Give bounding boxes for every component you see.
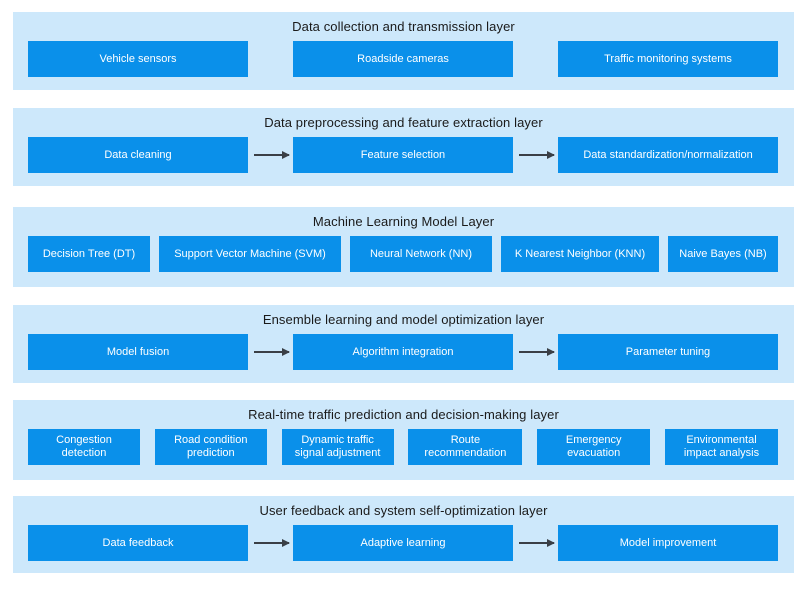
node-box[interactable]: Model fusion [28, 334, 248, 370]
layer-title: Data collection and transmission layer [292, 19, 515, 34]
layer-node-row: Vehicle sensors Roadside cameras Traffic m… [28, 41, 778, 77]
layer-node-row: Model fusion Algorithm integration Paramet… [28, 334, 778, 370]
node-box[interactable]: Support Vector Machine (SVM) [159, 236, 341, 272]
node-box[interactable]: Adaptive learning [293, 525, 513, 561]
layer-node-row: Data cleaning Feature selection Data stand… [28, 137, 778, 173]
node-label: Environmental impact analysis [683, 434, 760, 459]
node-label: Model fusion [106, 345, 170, 358]
node-label: Congestion detection [56, 434, 112, 459]
layer-ensemble-learning: Ensemble learning and model optimization… [13, 305, 794, 383]
layer-node-row: Data feedback Adaptive learning Model impr… [28, 525, 778, 561]
flow-arrow [254, 538, 290, 547]
arrow-shaft [519, 351, 554, 353]
node-box[interactable]: Model improvement [558, 525, 778, 561]
node-box[interactable]: Data feedback [28, 525, 248, 561]
node-box[interactable]: Naive Bayes (NB) [668, 236, 778, 272]
layer-node-row: Decision Tree (DT) Support Vector Machine… [28, 236, 778, 272]
arrow-shaft [254, 154, 289, 156]
node-box[interactable]: Congestion detection [28, 429, 140, 465]
node-label: Data cleaning [104, 148, 172, 161]
node-label: Model improvement [619, 536, 717, 549]
node-label: Vehicle sensors [99, 52, 177, 65]
node-label: Neural Network (NN) [369, 247, 473, 260]
node-label: Support Vector Machine (SVM) [174, 247, 326, 260]
flow-arrow [519, 347, 555, 356]
flow-arrow [519, 538, 555, 547]
node-label: Route recommendation [424, 434, 507, 459]
layer-data-preprocessing: Data preprocessing and feature extractio… [13, 108, 794, 186]
node-box[interactable]: Data cleaning [28, 137, 248, 173]
node-box[interactable]: Data standardization/normalization [558, 137, 778, 173]
node-box[interactable]: Parameter tuning [558, 334, 778, 370]
arrow-head-icon [547, 538, 555, 547]
node-label: Dynamic traffic signal adjustment [294, 434, 381, 459]
layer-title: Ensemble learning and model optimization… [262, 312, 545, 327]
node-box[interactable]: Neural Network (NN) [350, 236, 492, 272]
layer-title: Machine Learning Model Layer [312, 214, 495, 229]
arrow-head-icon [547, 150, 555, 159]
node-box[interactable]: Environmental impact analysis [665, 429, 778, 465]
node-box[interactable]: Decision Tree (DT) [28, 236, 150, 272]
node-box[interactable]: Algorithm integration [293, 334, 513, 370]
node-label: Adaptive learning [360, 536, 446, 549]
node-box[interactable]: Dynamic traffic signal adjustment [281, 429, 394, 465]
layer-user-feedback: User feedback and system self-optimizati… [13, 496, 794, 573]
node-label: Roadside cameras [357, 52, 449, 65]
layer-node-row: Congestion detection Road condition predi… [28, 429, 778, 465]
node-label: Naive Bayes (NB) [679, 247, 767, 260]
node-label: Feature selection [360, 148, 446, 161]
node-box[interactable]: K Nearest Neighbor (KNN) [501, 236, 659, 272]
layer-realtime-prediction: Real-time traffic prediction and decisio… [13, 400, 794, 480]
arrow-head-icon [282, 150, 290, 159]
arrow-head-icon [282, 347, 290, 356]
arrow-shaft [519, 542, 554, 544]
layer-title: User feedback and system self-optimizati… [259, 503, 548, 518]
layer-title: Data preprocessing and feature extractio… [264, 115, 543, 130]
node-label: Emergency evacuation [565, 434, 622, 459]
node-box[interactable]: Road condition prediction [154, 429, 267, 465]
node-label: Algorithm integration [352, 345, 454, 358]
node-label: Data feedback [102, 536, 174, 549]
node-box[interactable]: Feature selection [293, 137, 513, 173]
flow-arrow [519, 150, 555, 159]
node-box[interactable]: Route recommendation [408, 429, 523, 465]
node-box[interactable]: Vehicle sensors [28, 41, 248, 77]
node-label: Road condition prediction [174, 434, 248, 459]
flow-arrow [254, 150, 290, 159]
flow-arrow [254, 347, 290, 356]
node-box[interactable]: Traffic monitoring systems [558, 41, 778, 77]
arrow-head-icon [547, 347, 555, 356]
node-label: Traffic monitoring systems [604, 52, 732, 65]
arrow-shaft [254, 542, 289, 544]
node-label: Decision Tree (DT) [42, 247, 136, 260]
arrow-head-icon [282, 538, 290, 547]
arrow-shaft [254, 351, 289, 353]
node-label: K Nearest Neighbor (KNN) [514, 247, 646, 260]
arrow-shaft [519, 154, 554, 156]
node-box[interactable]: Roadside cameras [293, 41, 513, 77]
node-label: Data standardization/normalization [583, 148, 753, 161]
layer-title: Real-time traffic prediction and decisio… [248, 407, 559, 422]
node-label: Parameter tuning [625, 345, 711, 358]
node-box[interactable]: Emergency evacuation [537, 429, 651, 465]
